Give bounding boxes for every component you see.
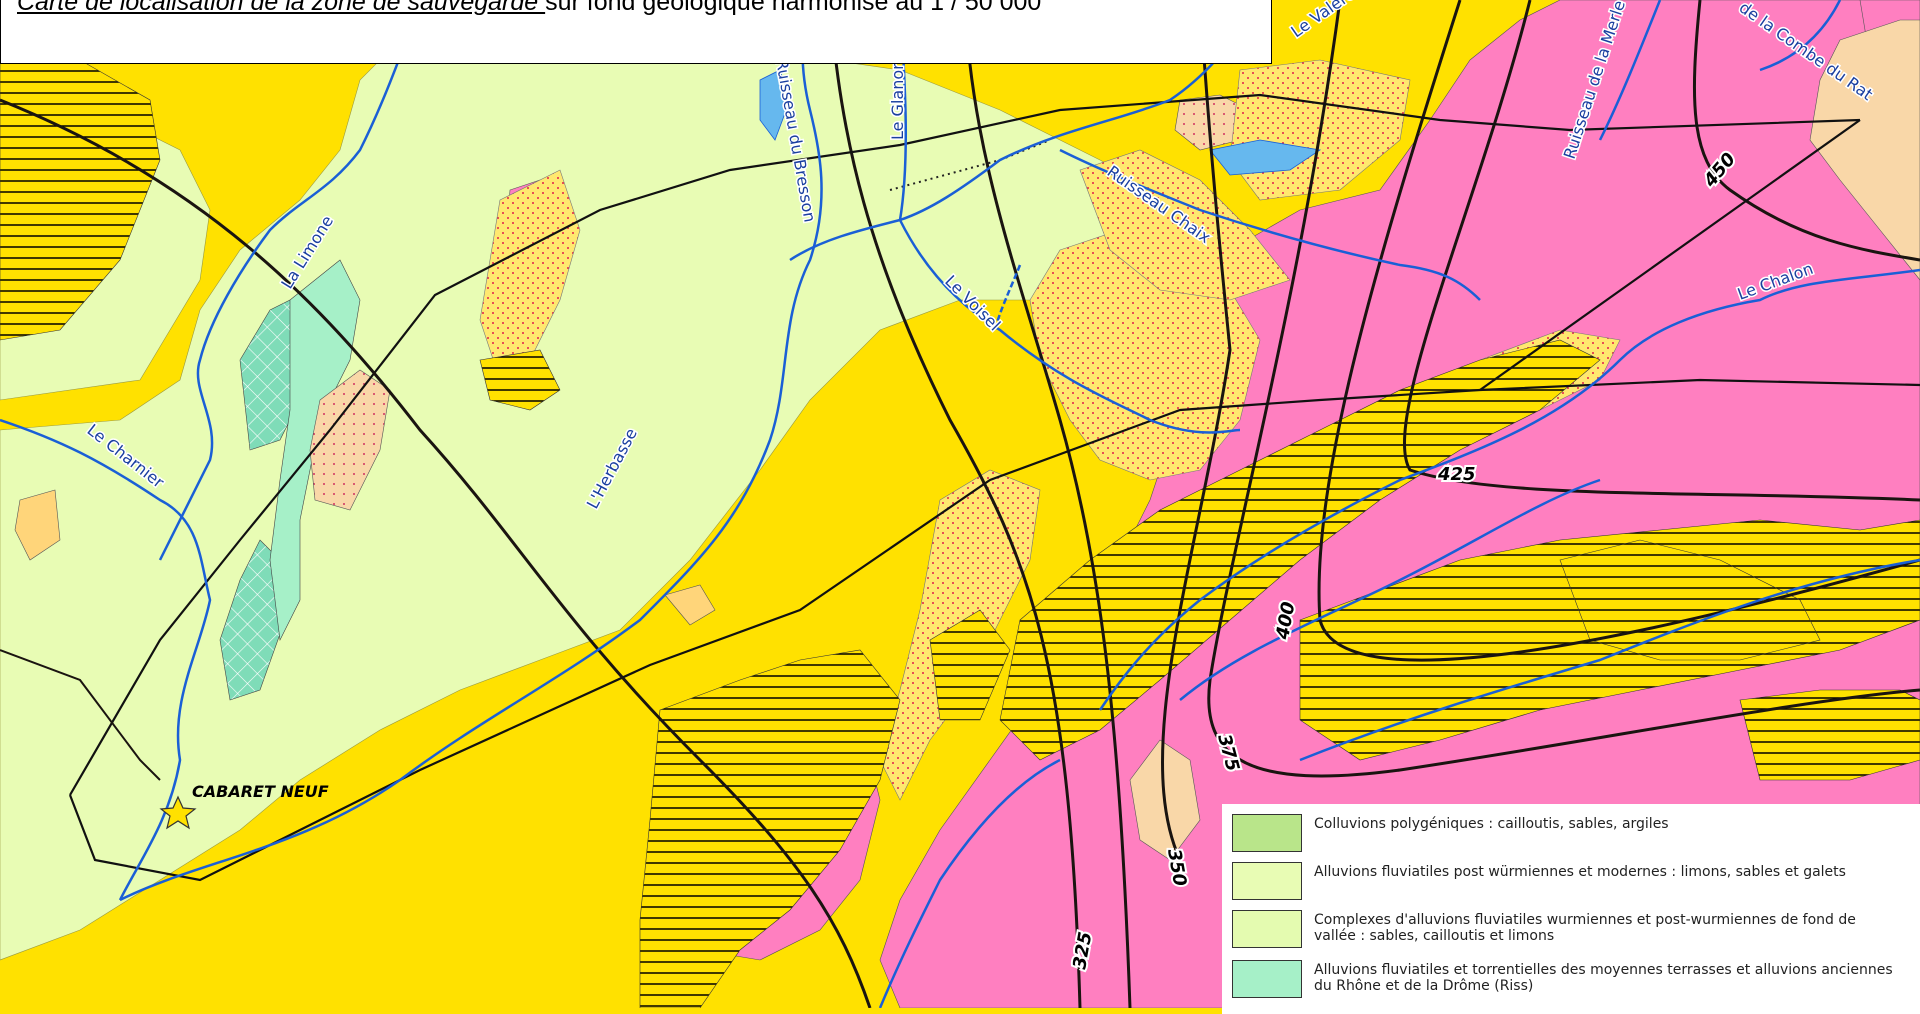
place-label-cabaret-neuf: CABARET NEUF [192,782,329,801]
legend-label: Alluvions fluviatiles et torrentielles d… [1314,962,1893,994]
contour-lines [828,0,1920,1008]
legend-swatch [1232,910,1302,948]
legend-label: Colluvions polygéniques : cailloutis, sa… [1314,816,1669,832]
legend-item: Colluvions polygéniques : cailloutis, sa… [1232,814,1894,852]
contour-label-350: 350 [1163,847,1190,888]
map-title: Carte de localisation de la zone de sauv… [17,0,1041,17]
contour-label-425: 425 [1437,464,1476,485]
safeguard-zone-outline [68,93,1920,882]
legend: Colluvions polygéniques : cailloutis, sa… [1222,804,1920,1014]
legend-swatch [1232,814,1302,852]
legend-item: Alluvions fluviatiles post würmiennes et… [1232,862,1894,900]
legend-label: Complexes d'alluvions fluviatiles wurmie… [1314,912,1856,944]
label-le-glanon: Le Glanon [888,60,907,140]
map-title-box: Carte de localisation de la zone de sauv… [0,0,1272,64]
star-icon [159,795,197,830]
legend-swatch [1232,960,1302,998]
legend-item: Complexes d'alluvions fluviatiles wurmie… [1232,910,1894,948]
legend-item: Alluvions fluviatiles et torrentielles d… [1232,960,1894,998]
hatched-formation [999,339,1601,761]
legend-swatch [1232,862,1302,900]
map-title-rest: sur fond géologique harmonisé au 1 / 50 … [545,0,1042,16]
map-title-underlined: Carte de localisation de la zone de sauv… [17,0,546,16]
legend-label: Alluvions fluviatiles post würmiennes et… [1314,864,1846,880]
contour-label-325: 325 [1069,930,1096,971]
